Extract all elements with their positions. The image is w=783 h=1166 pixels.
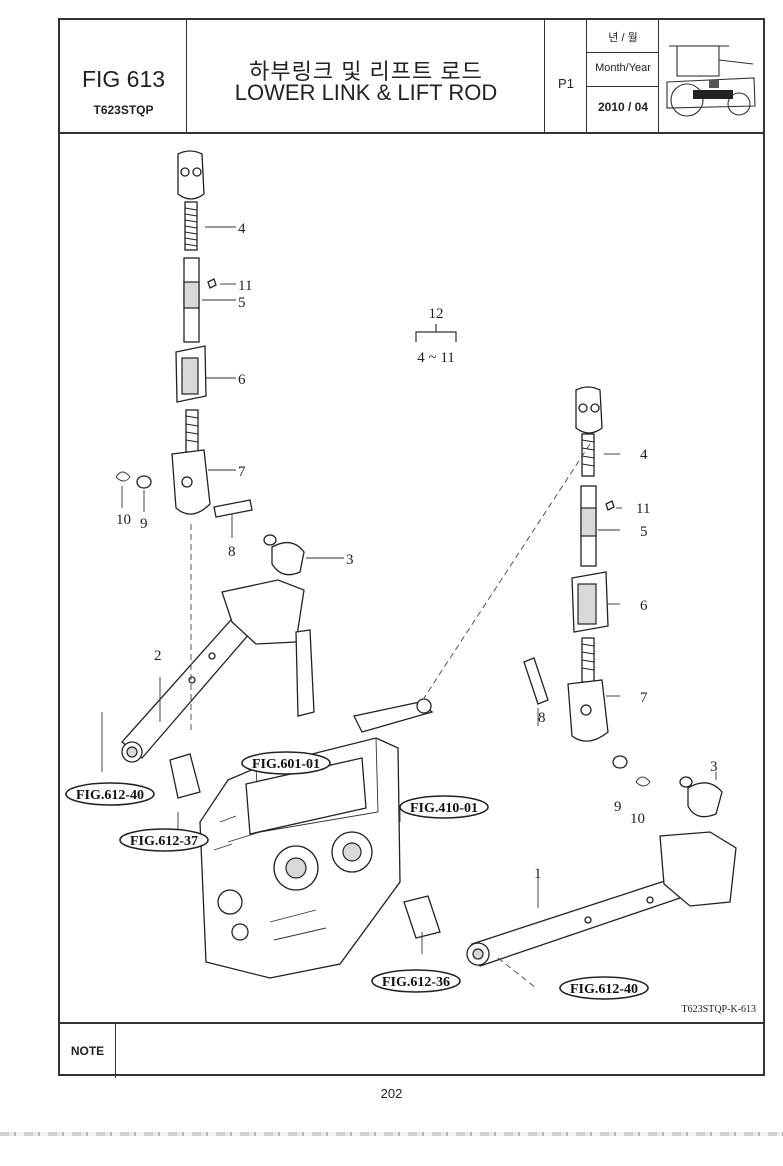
callout: 8 xyxy=(538,710,546,726)
lower-link-2 xyxy=(121,611,257,759)
date-label-english: Month/Year xyxy=(595,62,651,74)
washer-9 xyxy=(136,475,152,489)
drawing-code: T623STQP-K-613 xyxy=(682,1004,756,1015)
page-ref: P1 xyxy=(558,76,574,91)
reference-label: FIG.612-37 xyxy=(130,834,198,849)
transmission-housing xyxy=(169,629,441,979)
callout: 4 xyxy=(640,447,648,463)
reference-label: FIG.410-01 xyxy=(410,801,478,816)
title-cell: 하부링크 및 리프트 로드 LOWER LINK & LIFT ROD xyxy=(187,20,545,132)
page-number: 202 xyxy=(380,1086,403,1101)
pin-8-right xyxy=(523,657,549,705)
grease-nipple xyxy=(207,278,217,289)
tractor-thumbnail-cell xyxy=(659,20,763,132)
callout: 7 xyxy=(238,464,246,480)
right-lift-rod-assembly xyxy=(466,386,737,967)
callout: 5 xyxy=(238,295,246,311)
page-ref-cell: P1 xyxy=(545,20,587,132)
lift-arm-right xyxy=(353,701,434,733)
divider xyxy=(587,52,659,53)
group-number: 12 xyxy=(429,306,444,322)
model-code: T623STQP xyxy=(93,103,154,117)
figure-cell: FIG 613 T623STQP xyxy=(60,20,187,132)
callout: 11 xyxy=(238,278,252,294)
callout: 6 xyxy=(238,372,246,388)
clip-10 xyxy=(115,471,131,482)
callout: 10 xyxy=(116,512,131,528)
figure-number: FIG 613 xyxy=(81,66,166,92)
callouts-right: 4 11 5 6 7 8 3 9 10 1 xyxy=(534,447,718,882)
callout: 7 xyxy=(640,690,648,706)
top-yoke xyxy=(177,150,205,200)
tractor-thumbnail xyxy=(666,45,756,117)
title-korean: 하부링크 및 리프트 로드 xyxy=(249,59,483,84)
date-label-korean: 년 / 월 xyxy=(608,32,638,44)
callout: 1 xyxy=(534,866,542,882)
callout: 9 xyxy=(614,799,622,815)
group-range: 4 ~ 11 xyxy=(417,350,455,366)
note-row: NOTE xyxy=(60,1022,763,1078)
lower-link-end-right xyxy=(659,831,737,907)
ball-joint-3-right xyxy=(687,782,723,818)
figure-references: FIG.612-40 FIG.612-37 FIG.601-01 FIG.410… xyxy=(65,751,649,1000)
callout: 9 xyxy=(140,516,148,532)
group-bracket: 12 4 ~ 11 xyxy=(415,306,457,366)
page-frame: FIG 613 T623STQP 하부링크 및 리프트 로드 LOWER LIN… xyxy=(58,18,765,1078)
callouts-left: 4 11 5 6 7 10 9 8 3 2 xyxy=(116,221,354,664)
exploded-view-diagram: 12 4 ~ 11 4 11 5 6 7 10 9 8 3 2 4 11 5 xyxy=(60,132,763,1022)
callout: 2 xyxy=(154,648,162,664)
callout: 8 xyxy=(228,544,236,560)
leader-lines xyxy=(101,226,717,989)
scan-artifact xyxy=(0,1132,783,1136)
lower-link-1 xyxy=(471,875,687,967)
date-cell: 년 / 월 Month/Year 2010 / 04 xyxy=(587,20,659,132)
reference-label: FIG.612-36 xyxy=(382,975,450,990)
left-lift-rod-assembly xyxy=(115,150,305,763)
ball-joint-3 xyxy=(271,541,305,576)
top-yoke-right xyxy=(575,386,603,434)
note-label: NOTE xyxy=(60,1024,116,1078)
title-block: FIG 613 T623STQP 하부링크 및 리프트 로드 LOWER LIN… xyxy=(60,20,763,134)
callout: 11 xyxy=(636,501,650,517)
divider xyxy=(587,86,659,87)
title-english: LOWER LINK & LIFT ROD xyxy=(234,80,498,105)
parts-drawing: 12 4 ~ 11 4 11 5 6 7 10 9 8 3 2 4 11 5 xyxy=(65,150,756,1015)
pin-8 xyxy=(213,499,253,518)
callout: 5 xyxy=(640,524,648,540)
callout: 4 xyxy=(238,221,246,237)
reference-label: FIG.612-40 xyxy=(570,982,638,997)
callout: 6 xyxy=(640,598,648,614)
callout: 10 xyxy=(630,811,645,827)
callout: 3 xyxy=(710,759,718,775)
callout: 3 xyxy=(346,552,354,568)
lift-arm-left xyxy=(295,629,315,717)
date-value: 2010 / 04 xyxy=(597,100,649,114)
reference-label: FIG.601-01 xyxy=(252,757,320,772)
reference-label: FIG.612-40 xyxy=(76,788,144,803)
